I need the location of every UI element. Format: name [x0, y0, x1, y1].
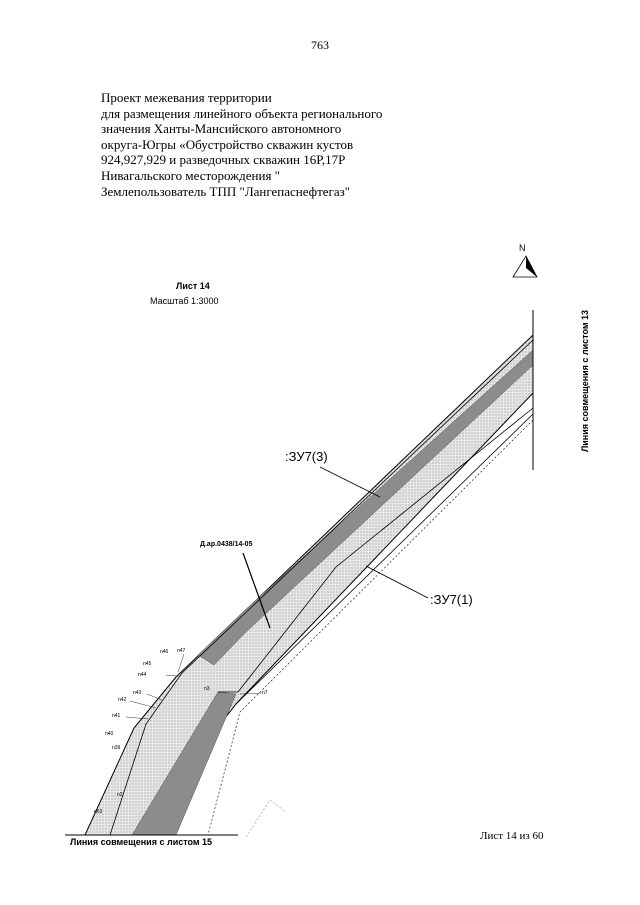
north-label: N	[519, 243, 526, 253]
leader-lease	[242, 552, 271, 629]
point-label-n43: n43	[133, 690, 142, 696]
sheet-title: Лист 14	[176, 281, 210, 291]
header-line-5: 924,927,929 и разведочных скважин 16Р,17…	[101, 152, 346, 168]
point-label-n47: n47	[177, 648, 186, 654]
leader-n44	[165, 674, 177, 677]
point-label-n39: n39	[112, 745, 121, 751]
point-label-n42: n42	[118, 697, 127, 703]
point-label-n45: n45	[143, 661, 152, 667]
page-number: 763	[311, 38, 329, 52]
point-label-n44: n44	[138, 672, 147, 678]
inner-boundary-lower	[235, 413, 534, 705]
leader-n42	[129, 700, 157, 709]
header-line-3: значения Ханты-Мансийского автономного	[101, 121, 342, 137]
point-label-n7: n7	[262, 690, 268, 696]
header-line-1: Проект межевания территории	[101, 90, 272, 105]
construction-dashed	[245, 799, 287, 838]
point-label-n2: n2	[117, 792, 123, 798]
inner-boundary-mid	[218, 407, 534, 693]
plot-band-zu7-3	[197, 349, 534, 666]
header-line-7: Землепользователь ТПП "Лангепаснефтегаз"	[101, 183, 351, 199]
leader-n47	[177, 653, 185, 673]
match-line-right-label: Линия совмещения с листом 13	[580, 309, 590, 453]
corridor-outer	[84, 333, 534, 836]
header-line-2: для размещения линейного объекта региона…	[101, 105, 383, 121]
north-arrow-icon	[512, 255, 538, 278]
document-header: Проект межевания территории для размещен…	[101, 90, 461, 199]
lease-label: Д.ар.0438/14-05	[200, 541, 253, 548]
leader-n7	[239, 692, 263, 695]
header-line-6: Нивагальского месторождения "	[101, 167, 280, 183]
point-label-n3: n3	[204, 686, 210, 692]
inner-boundary-upper	[109, 339, 534, 836]
match-line-bottom-label: Линия совмещения с листом 15	[70, 837, 213, 847]
leader-n41	[125, 716, 149, 720]
leader-zu7-1	[365, 565, 429, 599]
leader-zu7-3	[319, 466, 381, 498]
point-label-n63: n63	[94, 809, 103, 815]
point-label-n41: n41	[112, 713, 121, 719]
header-line-4: округа-Югры «Обустройство скважин кустов	[101, 136, 354, 152]
plot-label-zu7-3: :ЗУ7(3)	[285, 449, 328, 464]
leader-n43	[146, 693, 163, 701]
plot-label-zu7-1: :ЗУ7(1)	[430, 592, 473, 607]
outer-boundary-right	[207, 419, 534, 836]
point-label-n40: n40	[105, 731, 114, 737]
footer-sheet-number: Лист 14 из 60	[480, 830, 544, 842]
point-label-n46: n46	[160, 649, 169, 655]
map-scale: Масштаб 1:3000	[150, 296, 219, 306]
